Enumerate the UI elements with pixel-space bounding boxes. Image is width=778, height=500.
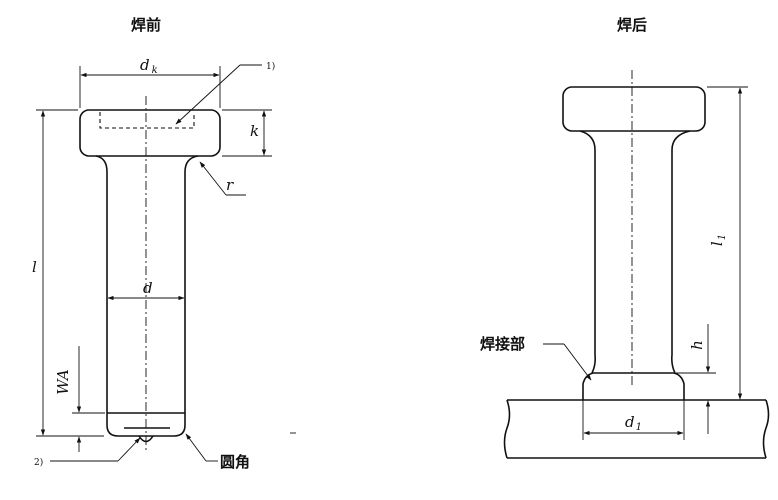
- wa-label: WA: [54, 369, 72, 395]
- weld-collar: [582, 372, 685, 400]
- before-title: 焊前: [131, 16, 161, 34]
- weld-leader: [563, 343, 592, 381]
- base-plate-break-right: [762, 399, 770, 459]
- round-corner-label: 圆角: [220, 453, 250, 471]
- h-label: h: [688, 340, 706, 350]
- after-welding-view: 焊后 l1 h d1 焊接部: [480, 16, 770, 459]
- base-plate-break-left: [503, 399, 511, 459]
- d1-label: d1: [625, 413, 642, 433]
- note2-leader: [117, 437, 141, 462]
- stud-head-before: [79, 109, 221, 157]
- round-leader: [185, 433, 207, 462]
- after-title: 焊后: [617, 16, 647, 34]
- l1-label: l1: [708, 234, 728, 246]
- note1-label: 1): [266, 61, 275, 72]
- shank-right-after: [671, 130, 691, 374]
- l-label: l: [32, 258, 37, 276]
- note1-leader: [175, 64, 241, 125]
- stud-head-after: [562, 86, 706, 132]
- r-leader: [199, 161, 227, 196]
- note2-label: 2): [34, 457, 43, 468]
- d-label: d: [143, 279, 153, 297]
- r-label: r: [226, 176, 234, 194]
- head-recess-dashed: [99, 112, 195, 129]
- weld-part-label: 焊接部: [480, 335, 525, 353]
- k-label: k: [250, 122, 259, 140]
- shank-left-after: [579, 130, 596, 374]
